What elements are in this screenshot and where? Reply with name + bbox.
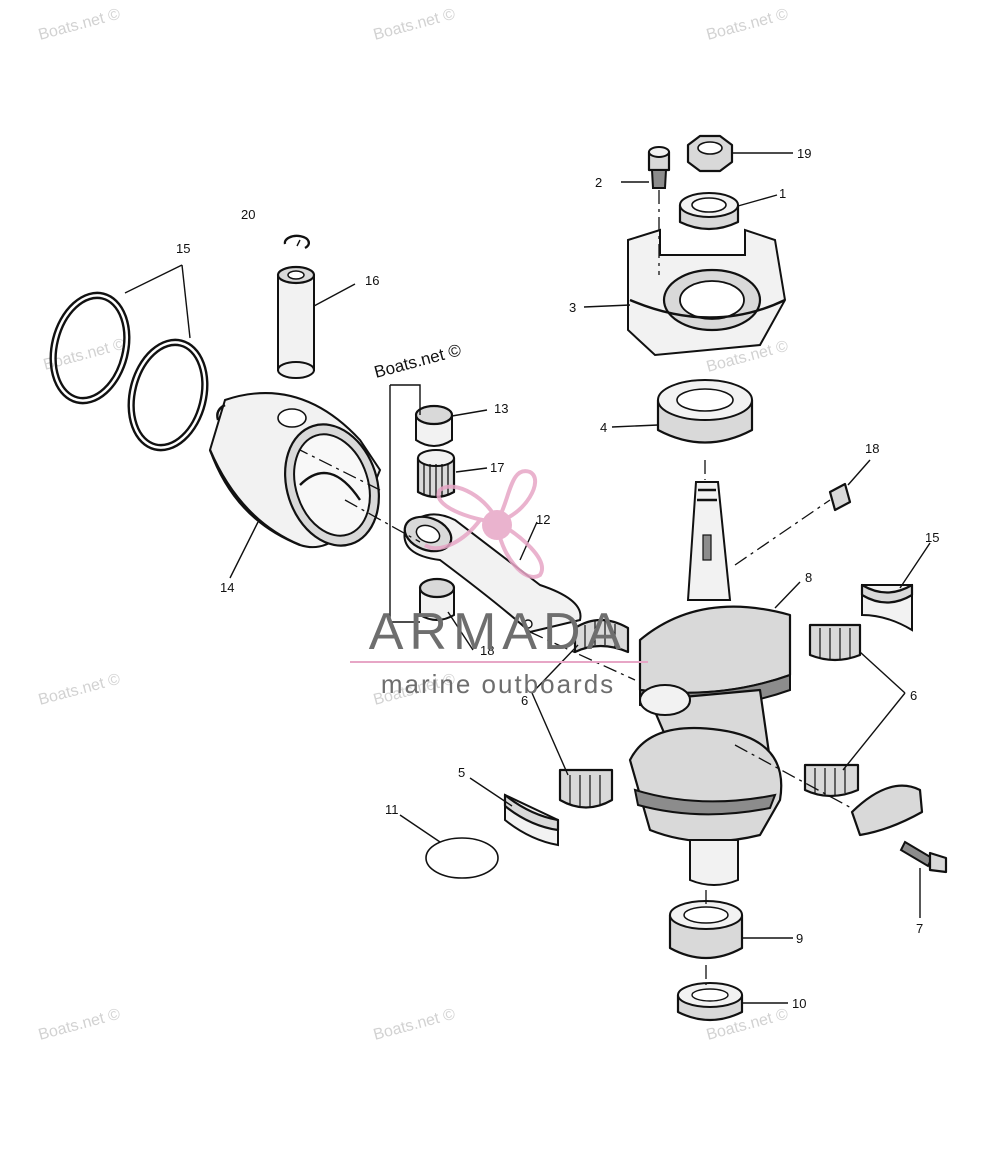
needle-cage-lower-left bbox=[558, 768, 614, 809]
callout-15-bearing: 15 bbox=[925, 530, 939, 545]
watermark-text: Boats.net © bbox=[372, 1006, 458, 1044]
watermark-text: Boats.net © bbox=[37, 671, 123, 709]
callout-15-rings: 15 bbox=[176, 241, 190, 256]
piston-rings bbox=[49, 291, 209, 452]
cap-screw bbox=[647, 146, 671, 189]
o-ring bbox=[425, 837, 499, 879]
watermark-text: Boats.net © bbox=[37, 6, 123, 44]
callout-labels: 1 2 3 4 5 6 6 7 8 9 10 11 12 13 14 15 15… bbox=[176, 146, 939, 1011]
callout-17: 17 bbox=[490, 460, 504, 475]
upper-oil-seal bbox=[678, 192, 740, 231]
crankshaft bbox=[628, 481, 792, 886]
callout-2: 2 bbox=[595, 175, 602, 190]
watermark-text: Boats.net © bbox=[372, 6, 458, 44]
callout-16: 16 bbox=[365, 273, 379, 288]
callout-8: 8 bbox=[805, 570, 812, 585]
woodruff-key bbox=[828, 482, 852, 512]
callout-11: 11 bbox=[385, 802, 399, 817]
callout-7: 7 bbox=[916, 921, 923, 936]
lower-bushing bbox=[418, 577, 456, 621]
brand-logo: ARMADA marine outboards bbox=[350, 469, 648, 699]
needle-cage-upper-left bbox=[573, 618, 630, 654]
callout-20: 20 bbox=[241, 207, 255, 222]
upper-ball-bearing bbox=[656, 379, 754, 444]
rod-cap bbox=[850, 784, 924, 837]
callout-6-left: 6 bbox=[521, 693, 528, 708]
bearing-housing bbox=[627, 228, 787, 357]
callout-18-key: 18 bbox=[865, 441, 879, 456]
needle-cage-upper-right bbox=[808, 623, 862, 662]
watermark-text: Boats.net © bbox=[705, 6, 791, 44]
callout-4: 4 bbox=[600, 420, 607, 435]
propeller-logo-icon bbox=[423, 469, 544, 579]
piston-pin bbox=[276, 265, 316, 379]
callout-6-right: 6 bbox=[910, 688, 917, 703]
main-bearing-half bbox=[860, 583, 914, 632]
brand-name: ARMADA bbox=[369, 603, 627, 661]
needle-cage-lower-right bbox=[803, 763, 860, 798]
callout-13: 13 bbox=[494, 401, 508, 416]
needle-bearing bbox=[416, 449, 456, 499]
piston-pin-clip bbox=[283, 234, 310, 250]
callout-12: 12 bbox=[536, 512, 550, 527]
callout-18-bushing: 18 bbox=[480, 643, 494, 658]
rod-cap-bolt bbox=[899, 840, 948, 874]
small-end-bushing bbox=[414, 404, 454, 447]
callout-19: 19 bbox=[797, 146, 811, 161]
piston bbox=[208, 392, 382, 549]
watermark-text: Boats.net © bbox=[37, 1006, 123, 1044]
lower-oil-seal bbox=[676, 982, 744, 1022]
crankshaft-nut bbox=[686, 134, 734, 173]
watermark-text: Boats.net © bbox=[42, 336, 128, 374]
callout-5: 5 bbox=[458, 765, 465, 780]
lower-roller-bearing bbox=[668, 900, 744, 959]
brand-tagline: marine outboards bbox=[381, 669, 615, 699]
callout-14: 14 bbox=[220, 580, 234, 595]
leader-lines bbox=[124, 152, 931, 1004]
callout-9: 9 bbox=[796, 931, 803, 946]
bearing-race bbox=[503, 793, 560, 847]
callout-1: 1 bbox=[779, 186, 786, 201]
callout-10: 10 bbox=[792, 996, 806, 1011]
center-watermark: Boats.net © bbox=[372, 340, 463, 382]
callout-3: 3 bbox=[569, 300, 576, 315]
